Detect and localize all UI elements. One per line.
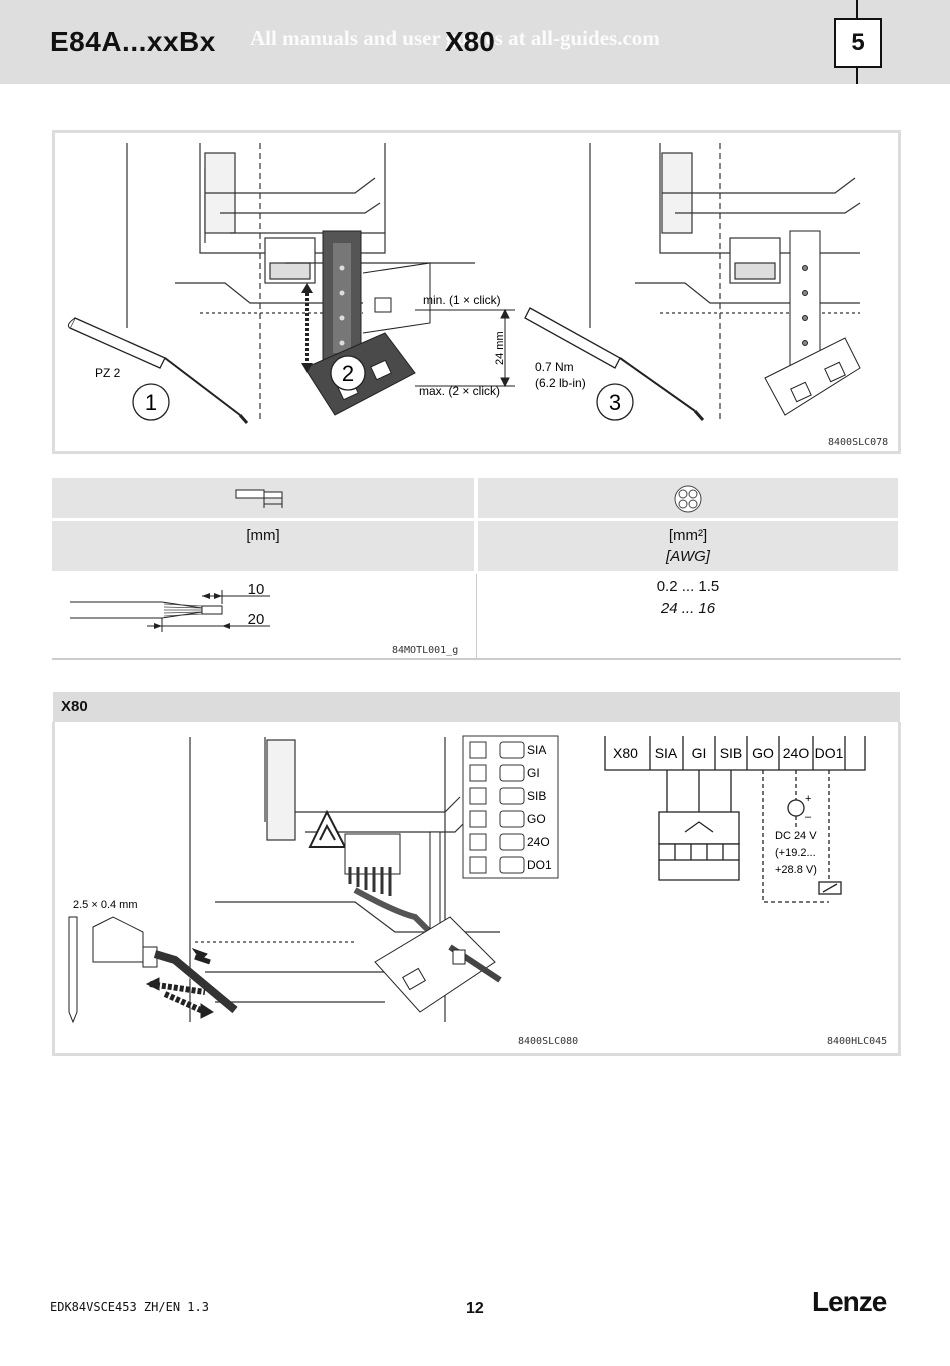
step-1-badge [132,383,170,421]
model-title: E84A...xxBx [50,26,216,57]
terminal-legend-box [462,735,559,879]
supply-range-low: (+19.2... [775,847,816,859]
awg-range: 24 ... 16 [660,600,716,617]
schematic-terminal-sib: SIB [720,745,743,761]
lenze-logo: Lenze [812,1286,887,1317]
terminal-legend-slots [469,741,525,874]
wire-length-icon [235,489,283,508]
chapter-line-top [856,0,858,18]
page-number: 12 [466,1300,484,1317]
cross-section-range: 0.2 ... 1.5 [656,578,720,595]
schematic-terminal-gi: GI [692,745,707,761]
shield-rail-left [301,230,431,416]
step-2-number: 2 [342,361,354,386]
supply-plus: + [805,793,811,805]
x80-figure: 2.5 × 0.4 mm SIA GI SIB GO 24O DO1 [52,722,901,1056]
supply-voltage: DC 24 V [775,830,817,842]
blade-size-label: 2.5 × 0.4 mm [73,899,138,911]
max-click-label: max. (2 × click) [419,384,500,398]
step-1-number: 1 [145,390,157,415]
schematic-terminal-go: GO [752,745,774,761]
table-head-left [52,478,474,518]
table-divider [476,574,477,658]
table-head-right [478,478,898,518]
table-bottom-rule [52,658,901,660]
schematic-terminal-do1: DO1 [815,745,844,761]
unit-mm2: [mm²] [668,527,708,544]
legend-terminal-go: GO [527,812,546,826]
esd-warning-icon [308,809,347,848]
torque-lbin-label: (6.2 lb-in) [535,376,586,390]
unit-mm: [mm] [246,527,280,544]
x80-title-bar: X80 [53,692,900,722]
strip-length-diagram [70,590,270,632]
strip-length-20: 20 [247,611,265,628]
step-3-number: 3 [609,390,621,415]
screwdriver-size-label: PZ 2 [95,366,121,380]
chapter-number: 5 [834,18,882,68]
x80-illustration: 2.5 × 0.4 mm SIA GI SIB GO 24O DO1 [68,735,866,1024]
document-id: EDK84VSCE453 ZH/EN 1.3 [50,1300,209,1314]
unit-mm-cell: [mm] [52,521,474,571]
strip-figure-code: 84MOTL001_g [392,645,459,656]
shield-mounting-illustration: min. (1 × click) max. (2 × click) 24 mm … [67,143,861,424]
figure-code: 8400SLC078 [828,437,889,448]
page-header: E84A...xxBx All manuals and user guides … [0,0,950,84]
step-3-badge [596,383,634,421]
legend-terminal-24o: 24O [527,835,550,849]
x80-figure-code-left: 8400SLC080 [518,1036,579,1047]
legend-terminal-sia: SIA [527,743,546,757]
dimension-lines [415,308,515,388]
schematic-terminal-24o: 24O [783,745,810,761]
schematic-terminal-sia: SIA [655,745,678,761]
supply-minus: – [805,811,812,823]
distance-label: 24 mm [494,331,506,365]
unit-mm2-cell: [mm²] [AWG] [478,521,898,571]
step-2-badge [330,355,366,391]
section-title: X80 [445,26,495,57]
screwdriver-right [524,307,705,421]
chapter-line-bottom [856,66,858,84]
supply-range-high: +28.8 V) [775,864,817,876]
legend-terminal-do1: DO1 [527,858,552,872]
shield-rail-right [764,230,861,416]
device-housing-left [126,143,475,423]
torque-nm-label: 0.7 Nm [535,360,574,374]
x80-figure-code-right: 8400HLC045 [827,1036,888,1047]
screwdriver-left [67,317,249,424]
x80-title: X80 [61,698,88,715]
blade-screwdriver [68,916,238,1024]
unit-awg: [AWG] [666,548,710,565]
schematic-x80-label: X80 [613,745,638,761]
shield-mounting-figure: min. (1 × click) max. (2 × click) 24 mm … [52,130,901,454]
device-housing-right [589,143,861,423]
x80-schematic [604,736,866,903]
watermark-text: All manuals and user guides at all-guide… [250,26,660,50]
legend-terminal-sib: SIB [527,789,546,803]
min-click-label: min. (1 × click) [423,293,501,307]
legend-terminal-gi: GI [527,766,540,780]
wire-cross-section-icon [674,485,702,513]
strip-length-10: 10 [247,581,265,598]
